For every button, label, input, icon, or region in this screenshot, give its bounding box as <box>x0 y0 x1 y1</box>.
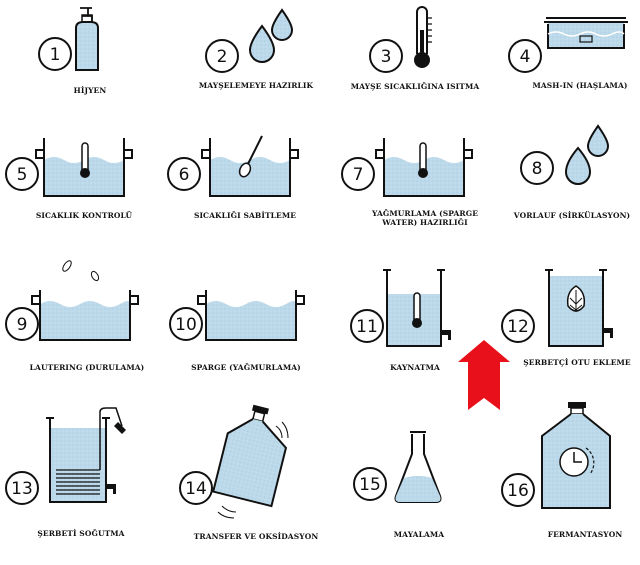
step-number-circle <box>520 151 554 185</box>
direction-arrow-icon <box>458 340 510 410</box>
step-number-badge: 5 <box>5 157 39 191</box>
step-number-circle <box>38 37 72 71</box>
step-number-circle <box>369 39 403 73</box>
step-number-badge: 16 <box>501 473 535 507</box>
step-number-circle <box>169 307 203 341</box>
step-number-text: 2 <box>217 47 228 67</box>
step-number-text: 14 <box>185 479 207 499</box>
pot-thermometer-icon <box>35 138 133 197</box>
step-number-badge: 1 <box>38 37 72 71</box>
step-label-4: MASH-IN (HAŞLAMA) <box>532 81 628 90</box>
step-number-text: 3 <box>381 47 392 67</box>
step-number-circle <box>5 471 39 505</box>
step-number-text: 16 <box>507 481 529 501</box>
step-number-text: 10 <box>175 315 197 335</box>
step-number-circle <box>179 471 213 505</box>
step-number-circle <box>508 39 542 73</box>
step-number-text: 7 <box>353 165 364 185</box>
step-number-circle <box>167 157 201 191</box>
step-number-circle <box>205 39 239 73</box>
step-label-10: SPARGE (YAĞMURLAMA) <box>191 363 301 372</box>
step-label-16: FERMANTASYON <box>547 530 623 539</box>
step-number-badge: 4 <box>508 39 542 73</box>
step-number-badge: 3 <box>369 39 403 73</box>
step-label-11: KAYNATMA <box>390 363 440 372</box>
kettle-hop-icon <box>545 269 613 347</box>
step-number-text: 13 <box>11 479 33 499</box>
erlenmeyer-flask-icon <box>394 431 442 503</box>
mash-tun-icon <box>544 17 628 49</box>
step-number-text: 15 <box>359 475 381 495</box>
step-number-badge: 10 <box>169 307 203 341</box>
kettle-thermometer-icon <box>383 269 451 347</box>
step-number-badge: 9 <box>5 307 39 341</box>
step-label-1: HİJYEN <box>73 86 107 95</box>
step-label-2: MAYŞELEMEYE HAZIRLIK <box>198 81 314 90</box>
step-label-6: SICAKLIĞI SABİTLEME <box>193 211 297 220</box>
step-number-text: 5 <box>17 165 28 185</box>
step-label-7: YAĞMURLAMA (SPARGE WATER) HAZIRLIĞI <box>371 209 479 227</box>
step-number-badge: 14 <box>179 471 213 505</box>
step-number-badge: 2 <box>205 39 239 73</box>
pot-splash-icon <box>31 260 139 341</box>
step-number-circle <box>5 157 39 191</box>
step-number-text: 6 <box>179 165 190 185</box>
water-drops-icon <box>564 124 610 185</box>
water-drops-icon <box>248 8 294 63</box>
step-number-badge: 7 <box>341 157 375 191</box>
step-label-12: ŞERBETÇİ OTU EKLEME <box>523 358 631 367</box>
step-number-circle <box>501 473 535 507</box>
step-number-text: 4 <box>520 47 531 67</box>
thermometer-icon <box>414 6 432 68</box>
step-number-badge: 8 <box>520 151 554 185</box>
step-label-14: TRANSFER VE OKSİDASYON <box>193 532 319 541</box>
step-label-13: ŞERBETİ SOĞUTMA <box>37 529 125 538</box>
step-label-5: SICAKLIK KONTROLÜ <box>35 211 133 220</box>
step-number-circle <box>501 309 535 343</box>
step-number-text: 9 <box>17 315 28 335</box>
step-label-15: MAYALAMA <box>393 530 445 539</box>
step-label-3: MAYŞE SICAKLIĞINA ISITMA <box>350 82 480 91</box>
carboy-timer-icon <box>541 402 611 509</box>
step-number-circle <box>341 157 375 191</box>
step-number-badge: 13 <box>5 471 39 505</box>
step-number-text: 12 <box>507 317 529 337</box>
pot-water-icon <box>197 290 305 341</box>
step-number-badge: 15 <box>353 467 387 501</box>
step-number-text: 1 <box>50 45 61 65</box>
step-number-circle <box>5 307 39 341</box>
step-number-circle <box>350 309 384 343</box>
spray-bottle-icon <box>75 7 99 71</box>
step-number-badge: 11 <box>350 309 384 343</box>
step-number-text: 8 <box>532 159 543 179</box>
step-label-9: LAUTERING (DURULAMA) <box>29 363 145 372</box>
step-number-badge: 6 <box>167 157 201 191</box>
wort-chiller-icon <box>46 407 126 503</box>
step-label-8: VORLAUF (SİRKÜLASYON) <box>513 211 631 220</box>
step-number-text: 11 <box>356 317 378 337</box>
pot-spoon-icon <box>201 135 299 197</box>
pot-thermometer-icon <box>375 138 473 197</box>
step-number-badge: 12 <box>501 309 535 343</box>
carboy-shake-icon <box>212 404 288 508</box>
motion-lines-icon <box>217 421 289 519</box>
step-number-circle <box>353 467 387 501</box>
